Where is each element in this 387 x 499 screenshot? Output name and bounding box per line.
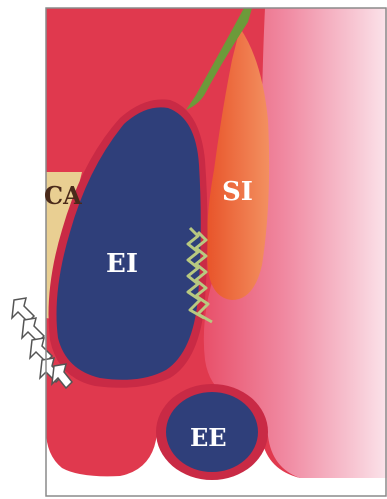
label-ee: EE: [190, 423, 227, 452]
label-ca: CA: [44, 181, 82, 210]
label-si: SI: [222, 177, 253, 207]
label-ei: EI: [106, 249, 138, 279]
